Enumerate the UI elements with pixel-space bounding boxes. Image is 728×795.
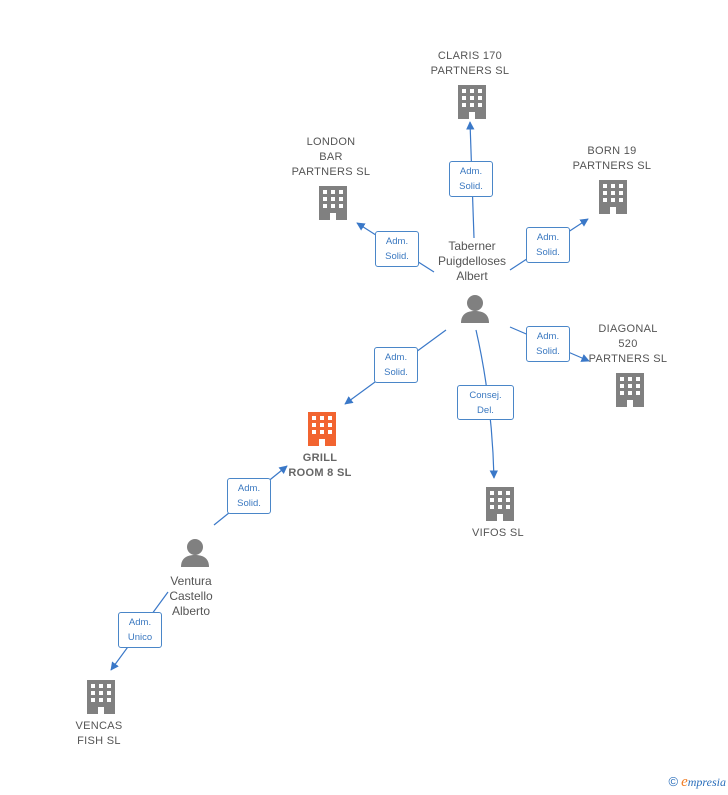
node-label-diagonal: DIAGONAL 520 PARTNERS SL xyxy=(588,323,668,365)
node-label-born: BORN 19 PARTNERS SL xyxy=(572,145,652,172)
building-icon[interactable] xyxy=(457,85,487,124)
footer-brand: ©empresia xyxy=(669,774,727,791)
brand-logo-initial: e xyxy=(681,774,688,790)
edge-label-claris: Adm. Solid. xyxy=(449,161,493,197)
edge-label-diagonal: Adm. Solid. xyxy=(526,326,570,362)
node-label-taberner: Taberner Puigdelloses Albert xyxy=(437,239,507,283)
copyright-icon: © xyxy=(668,774,679,789)
person-icon[interactable] xyxy=(460,294,490,329)
brand-logo-text: mpresia xyxy=(687,775,726,789)
node-label-grill: GRILL ROOM 8 SL xyxy=(288,452,352,479)
edge-label-grill: Adm. Solid. xyxy=(374,347,418,383)
building-icon[interactable] xyxy=(86,680,116,719)
node-label-london: LONDON BAR PARTNERS SL xyxy=(291,136,371,178)
person-icon[interactable] xyxy=(180,538,210,573)
node-label-vencas: VENCAS FISH SL xyxy=(75,720,123,747)
edge-label-born: Adm. Solid. xyxy=(526,227,570,263)
node-label-claris: CLARIS 170 PARTNERS SL xyxy=(430,50,510,77)
building-icon[interactable] xyxy=(307,412,337,451)
edge-label-vencas: Adm. Unico xyxy=(118,612,162,648)
building-icon[interactable] xyxy=(318,186,348,225)
edge-label-ventura-grill: Adm. Solid. xyxy=(227,478,271,514)
edge-label-london: Adm. Solid. xyxy=(375,231,419,267)
node-label-vifos: VIFOS SL xyxy=(472,527,524,539)
building-icon[interactable] xyxy=(485,487,515,526)
building-icon[interactable] xyxy=(615,373,645,412)
edge-label-vifos: Consej. Del. xyxy=(457,385,514,420)
node-label-ventura: Ventura Castello Alberto xyxy=(169,574,213,618)
building-icon[interactable] xyxy=(598,180,628,219)
